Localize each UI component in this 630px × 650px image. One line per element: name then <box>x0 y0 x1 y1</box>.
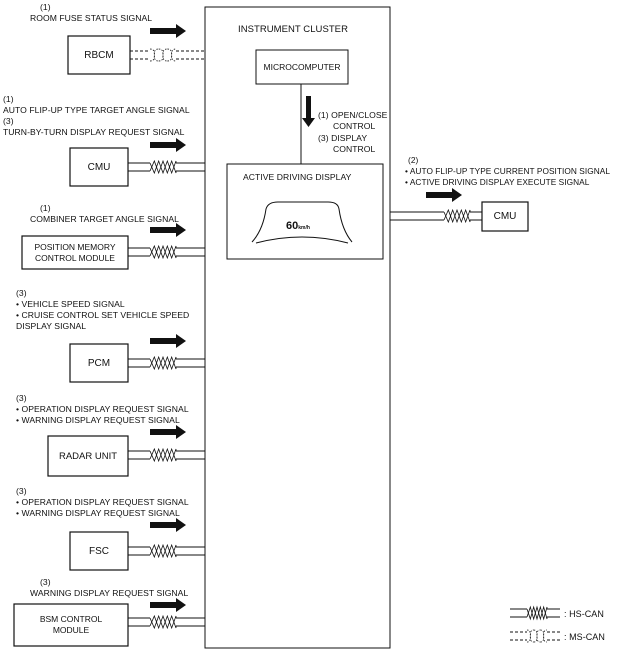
signal-text-0-0: (1) <box>40 2 51 12</box>
signal-text-4-1: • OPERATION DISPLAY REQUEST SIGNAL <box>16 404 189 414</box>
can-cable-4 <box>128 447 205 463</box>
module-label-3: PCM <box>87 357 111 369</box>
control-text-4: CONTROL <box>333 144 376 154</box>
signal-text-1-3: TURN-BY-TURN DISPLAY REQUEST SIGNAL <box>3 127 185 137</box>
signal-text-5-2: • WARNING DISPLAY REQUEST SIGNAL <box>16 508 180 518</box>
combiner-base <box>255 236 349 244</box>
signal-text-1-1: AUTO FLIP-UP TYPE TARGET ANGLE SIGNAL <box>3 105 190 115</box>
active-driving-display-box <box>226 163 384 260</box>
signal-text-0-1: ROOM FUSE STATUS SIGNAL <box>30 13 153 23</box>
signal-text-6-0: (3) <box>40 577 51 587</box>
right-signal-text-0: (2) <box>408 155 419 165</box>
signal-text-2-1: COMBINER TARGET ANGLE SIGNAL <box>30 214 179 224</box>
can-cable-3 <box>128 355 205 371</box>
speed-readout: 60km/h <box>286 220 310 234</box>
module-box-3 <box>69 343 129 383</box>
signal-text-1-0: (1) <box>3 94 14 104</box>
module-label-2: POSITION MEMORY CONTROL MODULE <box>34 241 116 263</box>
right-signal-text-1: • AUTO FLIP-UP TYPE CURRENT POSITION SIG… <box>405 166 610 176</box>
can-cable-5 <box>128 543 205 559</box>
signal-text-1-2: (3) <box>3 116 14 126</box>
module-label-5: FSC <box>89 545 109 557</box>
module-box-2 <box>21 235 129 270</box>
legend-ms-can-icon <box>510 629 560 643</box>
module-label-0: RBCM <box>84 49 114 61</box>
speed-unit: km/h <box>298 225 310 231</box>
module-box-0 <box>67 35 131 75</box>
control-arrow <box>302 96 315 127</box>
right-signal-text-2: • ACTIVE DRIVING DISPLAY EXECUTE SIGNAL <box>405 177 590 187</box>
signal-arrow-3 <box>150 334 186 348</box>
signal-text-5-1: • OPERATION DISPLAY REQUEST SIGNAL <box>16 497 189 507</box>
legend-hs-can-icon <box>510 605 560 621</box>
microcomputer-label: MICROCOMPUTER <box>263 61 341 72</box>
can-cable-2 <box>128 244 205 260</box>
signal-arrow-6 <box>150 598 186 612</box>
signal-text-3-1: • VEHICLE SPEED SIGNAL <box>16 299 125 309</box>
instrument-cluster-box <box>204 6 391 649</box>
legend-ms-can-label: : MS-CAN <box>564 632 605 642</box>
signal-arrow-2 <box>150 223 186 237</box>
module-label-6: BSM CONTROL MODULE <box>39 614 103 635</box>
can-cable-1 <box>128 159 205 175</box>
signal-arrow-4 <box>150 425 186 439</box>
control-text-1: (1) OPEN/CLOSE <box>318 110 388 120</box>
right-module-label: CMU <box>493 211 517 222</box>
module-box-5 <box>69 531 129 571</box>
right-module-box <box>481 201 529 232</box>
module-box-4 <box>47 435 129 477</box>
module-box-1 <box>69 147 129 187</box>
right-can-cable <box>390 208 482 224</box>
instrument-cluster-title: INSTRUMENT CLUSTER <box>238 24 348 35</box>
signal-text-4-2: • WARNING DISPLAY REQUEST SIGNAL <box>16 415 180 425</box>
active-display-title: ACTIVE DRIVING DISPLAY <box>243 172 352 182</box>
speed-value: 60 <box>286 220 299 232</box>
signal-text-5-0: (3) <box>16 486 27 496</box>
can-cable-6 <box>128 614 205 630</box>
signal-text-6-1: WARNING DISPLAY REQUEST SIGNAL <box>30 588 189 598</box>
signal-arrow-1 <box>150 138 186 152</box>
can-cable-0 <box>130 48 205 62</box>
legend-hs-can-label: : HS-CAN <box>564 609 604 619</box>
signal-text-3-3: DISPLAY SIGNAL <box>16 321 87 331</box>
module-label-4: RADAR UNIT <box>58 450 118 462</box>
signal-text-2-0: (1) <box>40 203 51 213</box>
signal-arrow-5 <box>150 518 186 532</box>
control-text-3: (3) DISPLAY <box>318 133 368 143</box>
control-text-2: CONTROL <box>333 121 376 131</box>
microcomputer-box <box>255 49 349 85</box>
signal-arrow-0 <box>150 24 186 38</box>
combiner-shape <box>251 201 353 243</box>
signal-text-3-0: (3) <box>16 288 27 298</box>
right-signal-arrow <box>426 188 462 202</box>
module-box-6 <box>13 603 129 647</box>
module-label-1: CMU <box>87 161 111 173</box>
signal-text-3-2: • CRUISE CONTROL SET VEHICLE SPEED <box>16 310 190 320</box>
signal-text-4-0: (3) <box>16 393 27 403</box>
